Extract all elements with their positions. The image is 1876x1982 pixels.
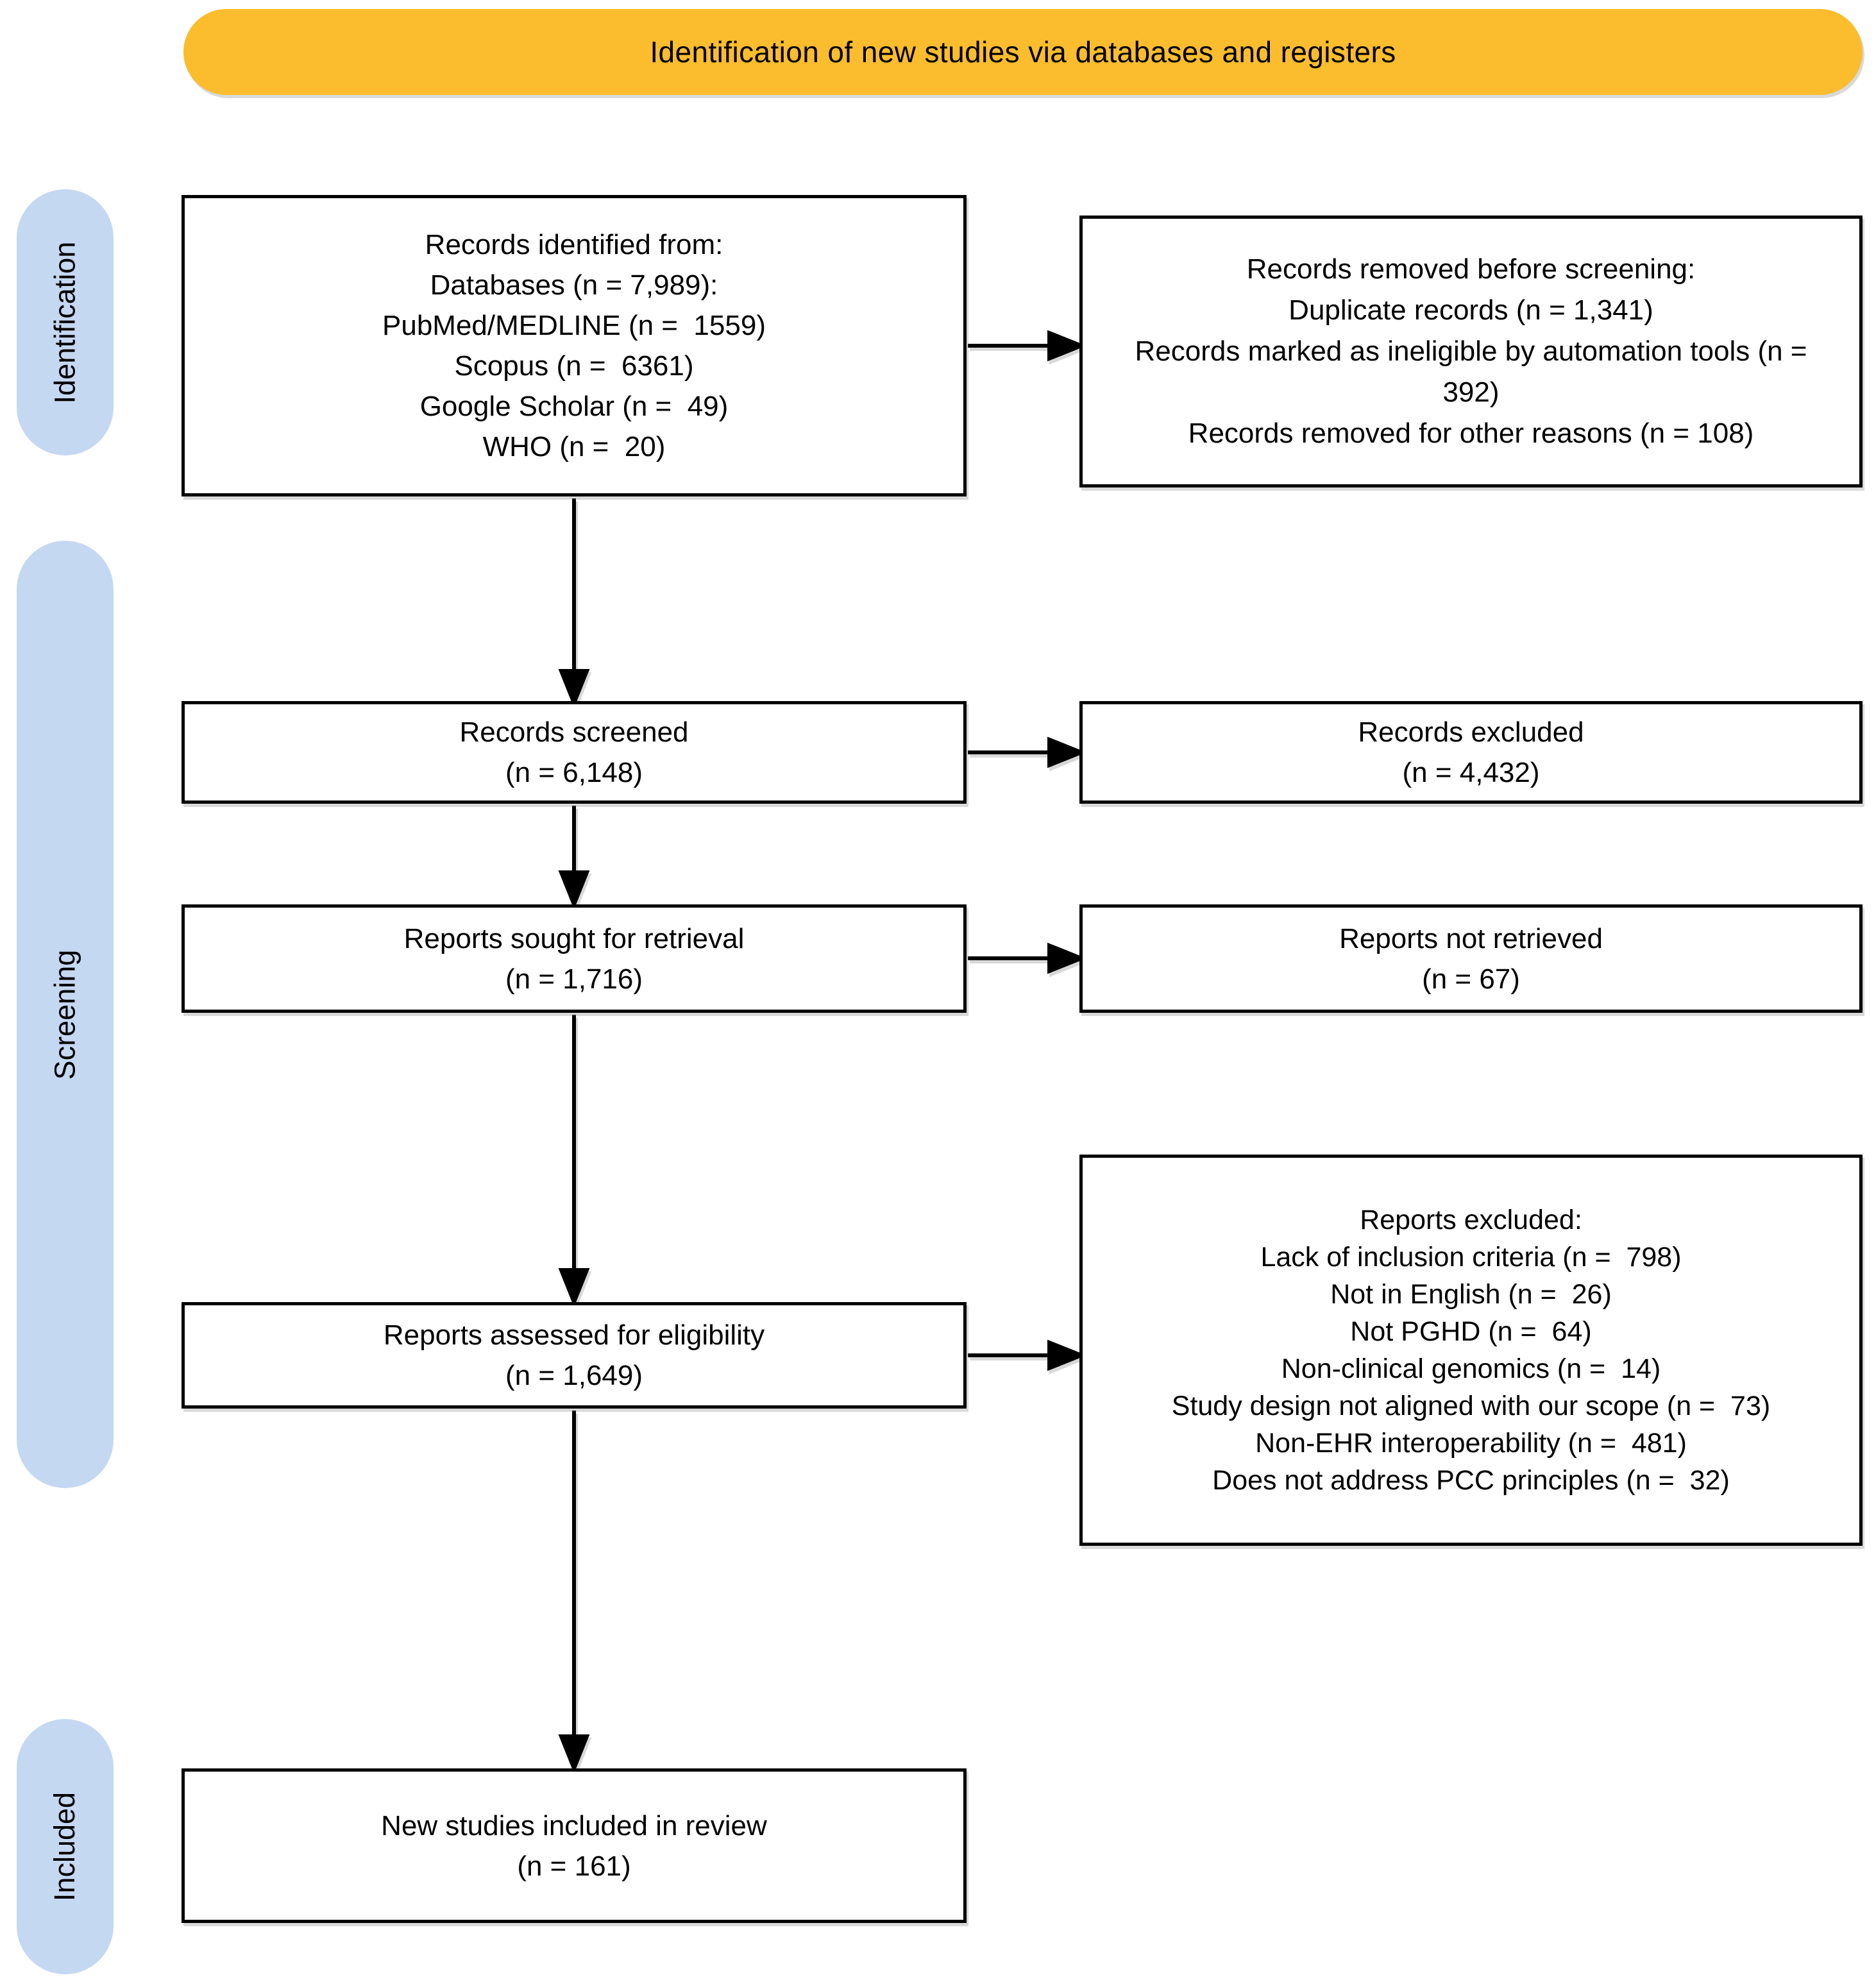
box-records-removed-before-screening: Records removed before screening: Duplic… (1079, 216, 1863, 487)
box-reports-sought: Reports sought for retrieval (n = 1,716) (182, 904, 967, 1013)
arrow-right-icon (968, 1339, 1087, 1371)
box-text-line: Non-EHR interoperability (n = 481) (1255, 1428, 1687, 1459)
stage-pill-screening: Screening (17, 541, 114, 1488)
box-text-line: Reports not retrieved (1339, 922, 1603, 954)
box-text-line: Does not address PCC principles (n = 32) (1212, 1465, 1730, 1496)
box-text-line: Records excluded (1358, 716, 1584, 748)
box-text-line: Scopus (n = 6361) (454, 350, 694, 382)
arrow-down-icon (558, 806, 590, 910)
box-reports-not-retrieved: Reports not retrieved (n = 67) (1079, 904, 1863, 1013)
box-text-line: (n = 67) (1422, 963, 1520, 995)
box-text-line: Not in English (n = 26) (1330, 1279, 1612, 1310)
box-records-excluded: Records excluded (n = 4,432) (1079, 701, 1863, 804)
box-text-line: (n = 161) (517, 1850, 631, 1882)
arrow-right-icon (968, 330, 1087, 362)
box-text-line: (n = 4,432) (1402, 757, 1540, 788)
box-text-line: Records removed before screening: (1246, 253, 1696, 285)
box-text-line: Records marked as ineligible by automati… (1135, 335, 1815, 408)
box-text-line: Non-clinical genomics (n = 14) (1281, 1353, 1661, 1384)
stage-pill-included: Included (17, 1719, 114, 1974)
box-text-line: (n = 1,716) (505, 963, 643, 995)
box-text-line: New studies included in review (381, 1809, 767, 1842)
box-text-line: Reports excluded: (1360, 1205, 1582, 1235)
box-text-line: WHO (n = 20) (482, 431, 666, 462)
box-text-line: Study design not aligned with our scope … (1171, 1391, 1771, 1421)
box-reports-assessed: Reports assessed for eligibility (n = 1,… (182, 1302, 967, 1409)
arrow-right-icon (968, 736, 1087, 768)
box-records-screened: Records screened (n = 6,148) (182, 701, 967, 804)
box-text-line: Records removed for other reasons (n = 1… (1188, 418, 1754, 449)
banner-title-label: Identification of new studies via databa… (650, 35, 1396, 69)
box-reports-excluded: Reports excluded: Lack of inclusion crit… (1079, 1155, 1863, 1546)
box-text-line: Reports assessed for eligibility (383, 1319, 765, 1351)
box-records-identified: Records identified from: Databases (n = … (182, 195, 967, 496)
box-text-line: Lack of inclusion criteria (n = 798) (1260, 1242, 1682, 1273)
stage-pill-identification: Identification (17, 189, 114, 455)
box-text-line: Duplicate records (n = 1,341) (1289, 294, 1653, 326)
box-text-line: (n = 1,649) (505, 1360, 643, 1391)
box-text-line: Google Scholar (n = 49) (419, 391, 729, 422)
banner-title: Identification of new studies via databa… (183, 9, 1863, 95)
box-text-line: (n = 6,148) (505, 757, 643, 788)
arrow-down-icon (558, 498, 590, 709)
box-new-studies-included: New studies included in review (n = 161) (182, 1768, 967, 1923)
box-text-line: Not PGHD (n = 64) (1350, 1316, 1592, 1347)
box-text-line: Records screened (459, 716, 689, 748)
box-text-line: Databases (n = 7,989): (430, 269, 718, 301)
box-text-line: Records identified from: (425, 229, 723, 260)
arrow-down-icon (558, 1015, 590, 1308)
box-text-line: Reports sought for retrieval (403, 922, 745, 954)
arrow-right-icon (968, 942, 1087, 974)
box-text-line: PubMed/MEDLINE (n = 1559) (382, 310, 766, 341)
arrow-down-icon (558, 1410, 590, 1774)
